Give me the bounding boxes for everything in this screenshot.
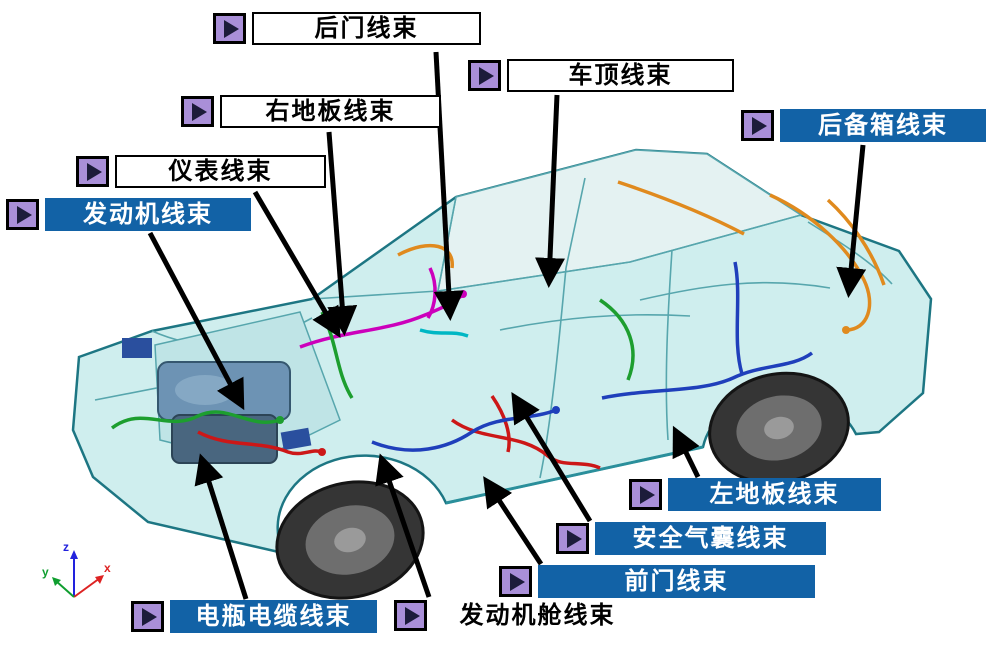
arrow-front-door (483, 476, 544, 566)
axis-x-label: x (104, 561, 111, 575)
play-triangle-icon (223, 19, 239, 38)
label-left-floor-harness: 左地板线束 (629, 478, 881, 511)
roof-harness-rear-path (617, 180, 745, 236)
label-text: 后备箱线束 (780, 109, 986, 142)
front-harness-green-path (110, 410, 281, 430)
callout-arrows (147, 51, 867, 600)
arrow-airbag (511, 392, 593, 523)
arrow-trunk (836, 144, 867, 298)
floor-harness-green-path (599, 298, 635, 381)
play-triangle-icon (141, 607, 157, 626)
rear-wheel (708, 371, 850, 485)
label-text: 发动机线束 (45, 198, 251, 231)
coordinate-axes: z x y (42, 540, 111, 598)
label-right-floor-harness: 右地板线束 (181, 95, 441, 128)
legend-marker-icon (741, 110, 774, 141)
play-triangle-icon (566, 529, 582, 548)
trunk-harness-path-2 (826, 198, 886, 286)
legend-marker-icon (6, 199, 39, 230)
label-roof-harness: 车顶线束 (468, 59, 734, 92)
play-triangle-icon (16, 205, 32, 224)
label-airbag-harness: 安全气囊线束 (556, 522, 826, 555)
play-triangle-icon (86, 162, 102, 181)
label-engine-bay-harness: 发动机舱线束 (394, 599, 642, 632)
play-triangle-icon (639, 485, 655, 504)
label-rear-door-harness: 后门线束 (213, 12, 481, 45)
play-triangle-icon (404, 606, 420, 625)
arrow-engine (147, 231, 245, 411)
arrow-instrument (252, 190, 341, 339)
label-text: 后门线束 (252, 12, 481, 45)
legend-marker-icon (181, 96, 214, 127)
arrow-battery-cable (194, 453, 249, 600)
legend-marker-icon (629, 479, 662, 510)
label-text: 电瓶电缆线束 (170, 600, 377, 633)
label-battery-cable-harness: 电瓶电缆线束 (131, 600, 377, 633)
label-text: 仪表线束 (115, 155, 326, 188)
arrow-engine-bay (375, 453, 432, 598)
label-text: 发动机舱线束 (459, 601, 616, 629)
label-trunk-harness: 后备箱线束 (741, 109, 986, 142)
play-triangle-icon (478, 66, 494, 85)
label-text: 前门线束 (538, 565, 815, 598)
legend-marker-icon (499, 566, 532, 597)
label-text: 车顶线束 (507, 59, 734, 92)
arrow-right-floor (326, 131, 358, 336)
rear-floor-blue-path (601, 351, 814, 400)
label-front-door-harness: 前门线束 (499, 565, 815, 598)
label-text: 右地板线束 (220, 95, 441, 128)
legend-marker-icon (76, 156, 109, 187)
legend-marker-icon (131, 601, 164, 632)
axis-z-label: z (63, 540, 69, 554)
engine-harness-red-path (197, 430, 323, 456)
label-text: 左地板线束 (668, 478, 881, 511)
legend-marker-icon (213, 13, 246, 44)
legend-marker-icon (394, 600, 427, 631)
roof-harness-front-path (397, 243, 454, 269)
arrow-roof (535, 94, 565, 288)
floor-harness-cyan-path (419, 328, 469, 338)
play-triangle-icon (191, 102, 207, 121)
rear-pillar-blue-path (733, 261, 744, 375)
play-triangle-icon (751, 116, 767, 135)
legend-marker-icon (468, 60, 501, 91)
arrow-left-floor (672, 425, 701, 479)
label-engine-harness: 发动机线束 (6, 198, 251, 231)
legend-marker-icon (556, 523, 589, 554)
label-text: 安全气囊线束 (595, 522, 826, 555)
label-instrument-harness: 仪表线束 (76, 155, 326, 188)
airbag-harness-red-path (490, 395, 511, 453)
axis-y-label: y (42, 565, 49, 579)
floor-harness-red-path (450, 418, 601, 470)
play-triangle-icon (509, 572, 525, 591)
front-wheel (275, 480, 425, 600)
